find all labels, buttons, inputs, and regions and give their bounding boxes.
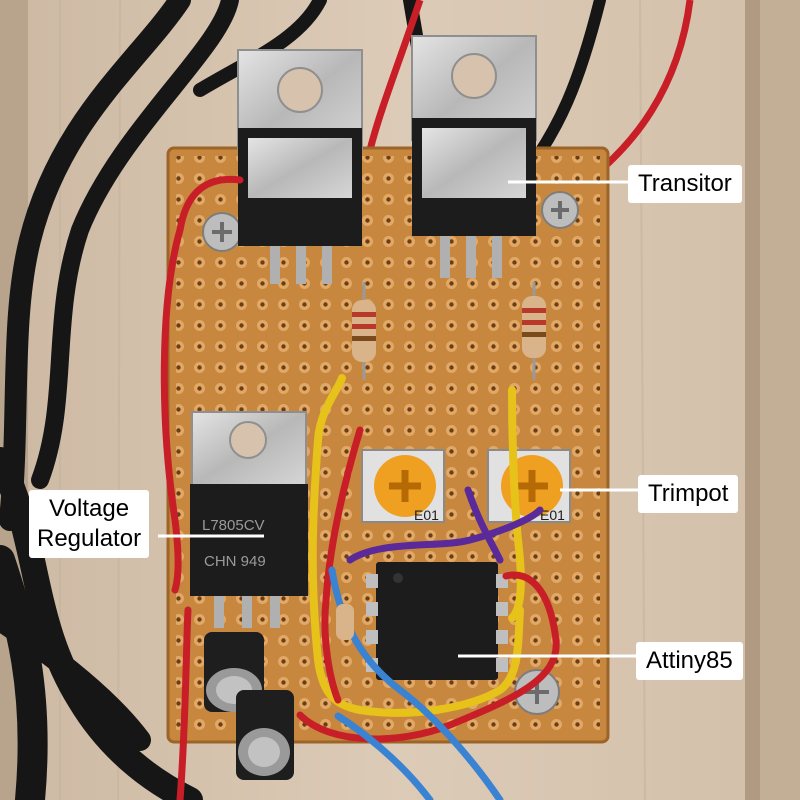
- regulator-marking-1: L7805CV: [202, 517, 265, 534]
- trimpot-callout: Trimpot: [638, 475, 739, 513]
- trimpot-marking-left: E01: [414, 507, 439, 523]
- voltage-regulator-callout: Voltage Regulator: [29, 490, 150, 558]
- resistors: [352, 282, 546, 380]
- regulator-marking-2: CHN 949: [204, 553, 266, 570]
- transistor-callout: Transitor: [628, 165, 742, 203]
- transistor-left: [237, 49, 363, 284]
- attiny85-callout: Attiny85: [636, 642, 743, 680]
- trimpot-marking-right: E01: [540, 507, 565, 523]
- attiny85-chip: [366, 562, 508, 680]
- voltage-regulator-callout-line-1: Voltage: [48, 495, 130, 522]
- voltage-regulator: L7805CV CHN 949: [190, 411, 308, 628]
- voltage-regulator-callout-line-2: Regulator: [37, 525, 142, 552]
- small-resistor: [336, 604, 354, 640]
- callout-lines: [158, 180, 638, 658]
- trimpots: E01 E01: [361, 449, 571, 523]
- mounting-screws: [202, 191, 579, 715]
- transistor-right: [411, 35, 537, 278]
- capacitors: [204, 632, 294, 780]
- jumper-wires: [160, 175, 560, 800]
